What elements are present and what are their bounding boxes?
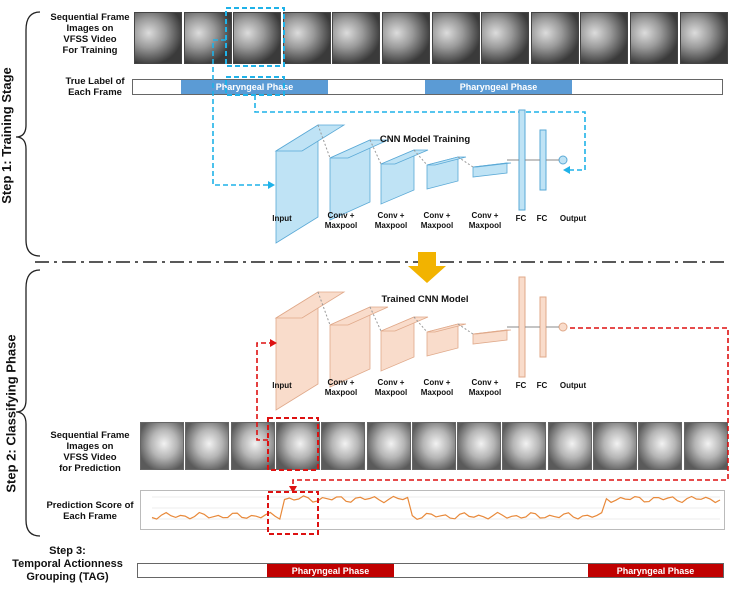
prediction-score-chart (140, 490, 725, 530)
video-frame-thumbnail (140, 422, 184, 470)
cnn-trained-title: Trained CNN Model (381, 294, 469, 305)
video-frame-thumbnail (683, 422, 728, 470)
video-frame-thumbnail (411, 422, 456, 470)
cnn-connector (457, 323, 474, 335)
true-label-segment-1: Pharyngeal Phase (181, 80, 328, 94)
video-frame-thumbnail (580, 12, 629, 64)
layer-label: Conv + Maxpool (324, 211, 358, 230)
tag-result-bar: Pharyngeal Phase Pharyngeal Phase (137, 563, 724, 578)
layer-label: FC (515, 381, 527, 390)
layer-label: Output (559, 381, 587, 390)
layer-label: Conv + Maxpool (374, 378, 408, 397)
layer-label: Conv + Maxpool (420, 378, 454, 397)
video-frame-thumbnail (366, 422, 411, 470)
video-frame-thumbnail (382, 12, 430, 64)
video-frame-thumbnail (679, 12, 728, 64)
cnn-connector (457, 156, 474, 168)
cnn-layer-block (274, 291, 346, 319)
cnn-connector (413, 149, 428, 166)
layer-label: Conv + Maxpool (374, 211, 408, 230)
video-frame-thumbnail (275, 422, 320, 470)
layer-label: Conv + Maxpool (324, 378, 358, 397)
layer-label: Conv + Maxpool (468, 378, 502, 397)
cnn-connector (369, 306, 382, 332)
video-frame-thumbnail (321, 422, 366, 470)
layer-label: FC (515, 214, 527, 223)
prediction-score-label: Prediction Score of Each Frame (46, 500, 134, 522)
video-frame-thumbnail (502, 422, 547, 470)
step3-label: Step 3: Temporal Actionness Grouping (TA… (12, 545, 123, 583)
video-frame-thumbnail (457, 422, 502, 470)
cnn-layer-block (472, 329, 512, 335)
layer-label: FC (536, 214, 548, 223)
cnn-layer-block (380, 316, 429, 332)
cnn-connector (413, 316, 428, 333)
cnn-connector (369, 139, 382, 165)
video-frame-thumbnail (185, 422, 230, 470)
video-frame-thumbnail (183, 12, 232, 64)
video-frame-thumbnail (431, 12, 480, 64)
cnn-layer-block (329, 306, 389, 326)
true-label-bar: Pharyngeal Phase Pharyngeal Phase (132, 79, 723, 95)
true-label-caption: True Label of Each Frame (65, 76, 125, 98)
prediction-frames-label: Sequential Frame Images on VFSS Video fo… (50, 430, 130, 474)
video-frame-thumbnail (593, 422, 637, 470)
tag-segment-1: Pharyngeal Phase (267, 564, 394, 577)
cnn-connector (317, 124, 331, 159)
video-frame-thumbnail (332, 12, 381, 64)
cnn-connector (317, 291, 331, 326)
cnn-layer-block (426, 323, 467, 333)
cnn-layer-block (274, 124, 346, 152)
layer-label: FC (536, 381, 548, 390)
layer-label: Output (559, 214, 587, 223)
video-frame-thumbnail (282, 12, 331, 64)
cnn-layer-block (380, 149, 429, 165)
video-frame-thumbnail (481, 12, 530, 64)
video-frame-thumbnail (530, 12, 579, 64)
video-frame-thumbnail (233, 12, 282, 64)
tag-segment-2: Pharyngeal Phase (588, 564, 723, 577)
layer-label: Input (272, 214, 292, 223)
video-frame-thumbnail (630, 12, 678, 64)
cnn-layer-block (472, 162, 512, 168)
layer-label: Conv + Maxpool (468, 211, 502, 230)
layer-label: Input (272, 381, 292, 390)
cnn-training-title: CNN Model Training (379, 134, 471, 145)
cnn-layer-block (426, 156, 467, 166)
true-label-segment-2: Pharyngeal Phase (425, 80, 572, 94)
cnn-layer-block (329, 139, 389, 159)
layer-label: Conv + Maxpool (420, 211, 454, 230)
video-frame-thumbnail (134, 12, 182, 64)
video-frame-thumbnail (547, 422, 592, 470)
training-frames-label: Sequential Frame Images on VFSS Video Fo… (50, 12, 130, 56)
video-frame-thumbnail (638, 422, 683, 470)
